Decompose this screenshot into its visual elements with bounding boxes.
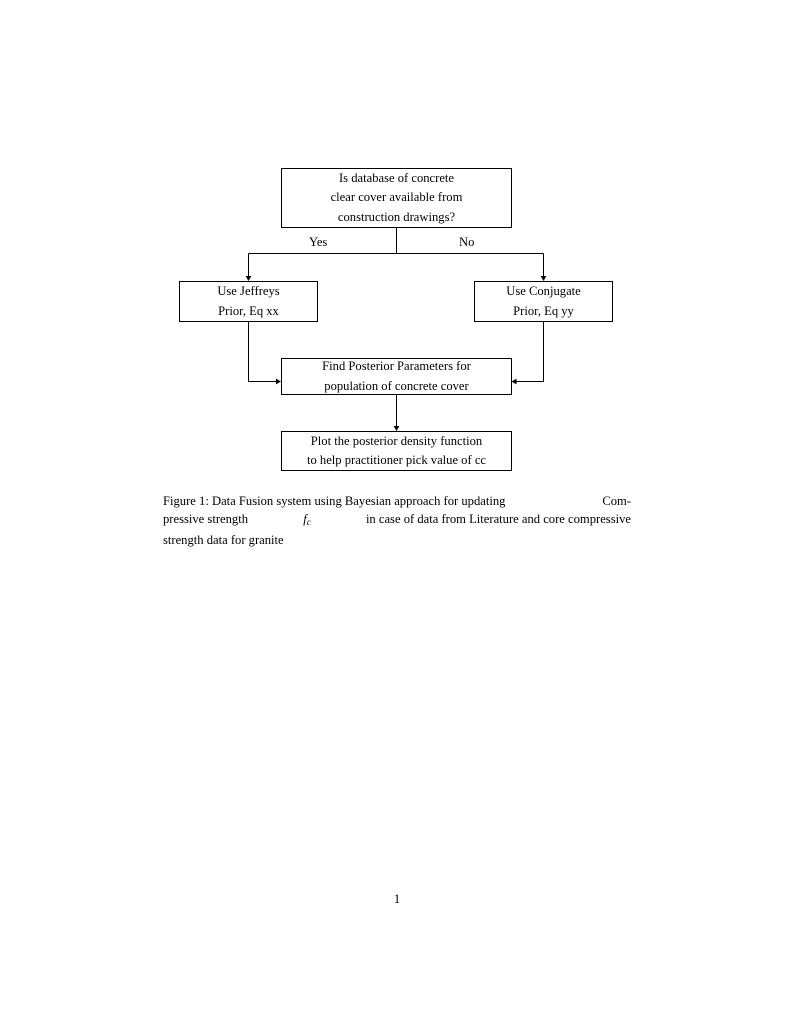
node-text-line: Prior, Eq xx xyxy=(218,303,279,318)
page-number: 1 xyxy=(393,892,401,906)
caption-line-1-hyphen: Com- xyxy=(602,494,631,508)
caption-line-1-text: Figure 1: Data Fusion system using Bayes… xyxy=(163,494,506,508)
node-text-line: Is database of concrete xyxy=(338,171,455,186)
node-text-line: Use Jeffreys xyxy=(217,284,280,299)
flowchart-connectors xyxy=(245,228,547,431)
node-text-line: Plot the posterior density function xyxy=(310,433,483,448)
caption-symbol-f: f xyxy=(303,512,307,527)
node-text-line: Use Conjugate xyxy=(506,284,581,299)
connector-jeffreys-to-posterior xyxy=(248,322,281,385)
caption-math-symbol-fc: fc xyxy=(303,510,311,531)
node-text-line: to help practitioner pick value of cc xyxy=(306,453,487,467)
process-node-conjugate-prior: Use Conjugate Prior, Eq yy xyxy=(474,281,613,322)
node-text-line: Find Posterior Parameters for xyxy=(322,359,471,374)
process-node-find-posterior-parameters: Find Posterior Parameters for population… xyxy=(281,358,512,395)
process-node-jeffreys-prior: Use Jeffreys Prior, Eq xx xyxy=(179,281,318,322)
connector-conjugate-to-posterior xyxy=(511,322,544,385)
node-text-line: clear cover available from xyxy=(330,190,463,205)
decision-node-database-available: Is database of concrete clear cover avai… xyxy=(281,168,512,228)
figure-flowchart: Is database of concrete clear cover avai… xyxy=(0,0,794,500)
edge-label-yes: Yes xyxy=(306,236,331,249)
node-text-line: Prior, Eq yy xyxy=(513,303,574,318)
caption-line-2-text-a: pressive strength xyxy=(163,512,248,527)
caption-line-2: pressive strength fc in case of data fro… xyxy=(163,510,631,531)
caption-subscript-c: c xyxy=(306,517,311,528)
caption-line-2-text-b: in case of data from Literature and core… xyxy=(365,512,631,527)
edge-label-no: No xyxy=(456,236,478,249)
node-text-line: population of concrete cover xyxy=(324,378,469,393)
process-node-plot-posterior-density: Plot the posterior density function to h… xyxy=(281,431,512,471)
figure-caption: Figure 1: Data Fusion system using Bayes… xyxy=(163,492,631,550)
node-text-line: construction drawings? xyxy=(337,209,456,224)
caption-line-1: Figure 1: Data Fusion system using Bayes… xyxy=(163,492,631,510)
caption-line-3: strength data for granite xyxy=(163,533,284,548)
